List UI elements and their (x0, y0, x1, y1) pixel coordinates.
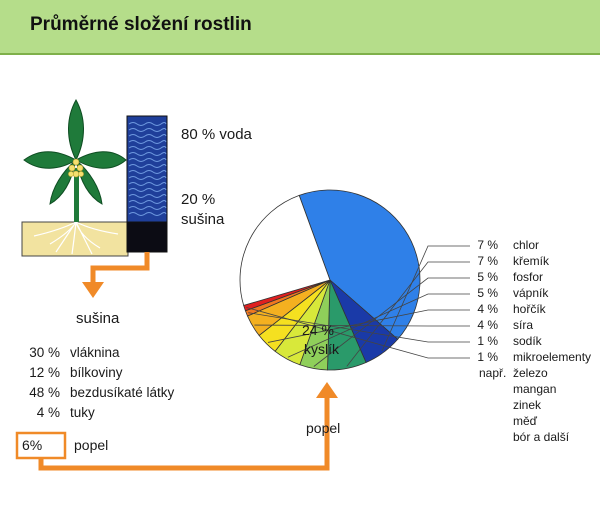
water-wave (128, 164, 167, 168)
micro-prefix: např. (479, 366, 507, 380)
dry-matter-heading: sušina (76, 310, 120, 327)
leader-line (246, 307, 470, 359)
element-pct: 7 % (477, 254, 498, 268)
element-label: fosfor (513, 270, 544, 284)
pie-slice-0 (298, 189, 421, 340)
element-pct: 4 % (477, 302, 498, 316)
page-title: Průměrné složení rostlin (30, 14, 252, 35)
water-wave (128, 188, 167, 192)
dry-matter-label: sušina (181, 211, 225, 228)
micro-example: bór a další (513, 430, 570, 444)
plant-roots (33, 221, 119, 255)
dry-matter-block (126, 221, 168, 253)
ash-label: popel (74, 437, 109, 453)
leader-line (287, 293, 470, 358)
plant-flower (68, 158, 84, 178)
dry-item-label: bezdusíkaté látky (70, 385, 175, 400)
ash-composition-pie (239, 189, 421, 371)
leader-line (346, 261, 470, 367)
water-wave (128, 140, 167, 144)
water-wave (128, 152, 167, 156)
element-label: hořčík (513, 302, 546, 316)
leader-line (267, 309, 470, 343)
pie-label-kyslik-pct: 24 % (302, 322, 334, 338)
dry-item-label: vláknina (70, 345, 120, 360)
element-label: sodík (513, 334, 542, 348)
element-pct: 4 % (477, 318, 498, 332)
water-wave (128, 206, 167, 210)
element-label: vápník (513, 286, 549, 300)
ash-pct: 6% (22, 437, 43, 453)
arrow-to-ash (38, 382, 338, 471)
pie-leader-lines (246, 245, 470, 367)
leader-line (254, 324, 470, 327)
plant-leaves (23, 98, 127, 205)
water-label: 80 % voda (181, 126, 252, 143)
dry-item-label: bílkoviny (70, 365, 123, 380)
pie-label-kyslik: kyslík (304, 341, 339, 357)
water-wave (128, 158, 167, 162)
element-pct: 5 % (477, 286, 498, 300)
micro-example: zinek (513, 398, 542, 412)
dry-matter-pct: 20 % (181, 191, 216, 208)
element-label: síra (513, 318, 534, 332)
dry-item-pct: 30 % (29, 345, 60, 360)
pie-label-draslik-pct: 42 % (276, 231, 311, 248)
element-label: chlor (513, 238, 540, 252)
plant-stem (74, 168, 79, 222)
water-wave (128, 212, 167, 216)
water-wave (128, 128, 167, 132)
dry-item-pct: 12 % (29, 365, 60, 380)
element-pct: 1 % (477, 334, 498, 348)
water-wave (128, 176, 167, 180)
element-label: mikroelementy (513, 350, 592, 364)
dry-item-label: tuky (70, 405, 95, 420)
pie-label-draslik: draslík (270, 251, 315, 268)
pie-slice-9 (239, 194, 331, 306)
arrow-to-dry-matter (82, 252, 150, 298)
micro-example: mangan (513, 382, 557, 396)
micro-example: železo (513, 366, 548, 380)
water-wave (128, 134, 167, 138)
title-bar (0, 0, 600, 55)
water-wave (128, 182, 167, 186)
water-wave (128, 146, 167, 150)
ash-heading: popel (306, 420, 341, 436)
water-wave (128, 170, 167, 174)
water-wave (128, 194, 167, 198)
dry-item-pct: 48 % (29, 385, 60, 400)
leader-line (248, 312, 470, 343)
element-pct: 1 % (477, 350, 498, 364)
dry-item-pct: 4 % (36, 405, 60, 420)
element-pct: 5 % (477, 270, 498, 284)
water-column (126, 115, 168, 223)
water-waves (128, 122, 167, 216)
water-wave (128, 122, 167, 126)
element-label: křemík (513, 254, 549, 268)
element-pct: 7 % (477, 238, 498, 252)
water-wave (128, 200, 167, 204)
micro-example: měď (513, 414, 538, 428)
